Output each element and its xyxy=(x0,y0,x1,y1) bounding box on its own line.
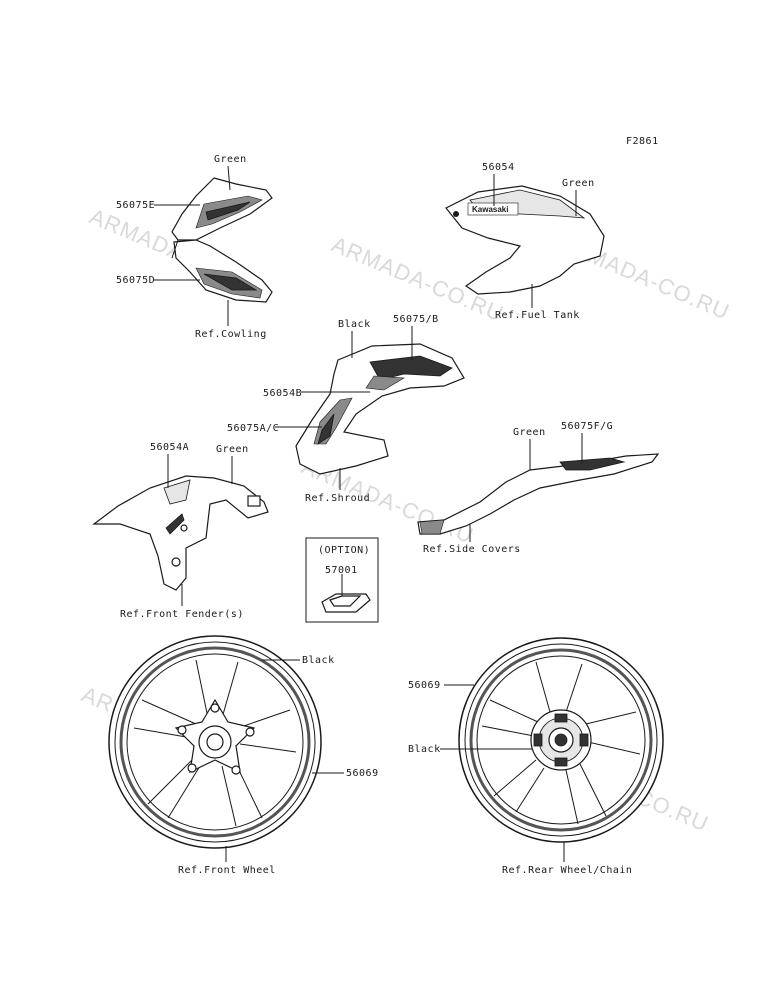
label-56075FG: 56075F/G xyxy=(561,421,613,432)
label-ref-fuel-tank: Ref.Fuel Tank xyxy=(495,310,580,321)
label-ref-cowling: Ref.Cowling xyxy=(195,329,267,340)
label-tank-green: Green xyxy=(562,178,595,189)
label-ref-rear-wheel: Ref.Rear Wheel/Chain xyxy=(502,865,632,876)
label-56075D: 56075D xyxy=(116,275,155,286)
label-57001: 57001 xyxy=(325,565,358,576)
label-56069-front: 56069 xyxy=(346,768,379,779)
label-56075B: 56075/B xyxy=(393,314,439,325)
label-rear-black: Black xyxy=(408,744,441,755)
label-56054B: 56054B xyxy=(263,388,302,399)
tank-brand-logo: Kawasaki xyxy=(472,205,508,214)
label-fender-green: Green xyxy=(216,444,249,455)
label-56075E: 56075E xyxy=(116,200,155,211)
label-ref-shroud: Ref.Shroud xyxy=(305,493,370,504)
label-56054: 56054 xyxy=(482,162,515,173)
shroud-part xyxy=(295,343,465,475)
label-56075AC: 56075A/C xyxy=(227,423,279,434)
front-fender-part xyxy=(92,475,269,591)
label-option: (OPTION) xyxy=(318,545,370,556)
label-ref-front-wheel: Ref.Front Wheel xyxy=(178,865,276,876)
fuel-tank-part: Kawasaki xyxy=(445,185,605,295)
label-cover-green: Green xyxy=(513,427,546,438)
option-box xyxy=(305,537,379,623)
label-front-black: Black xyxy=(302,655,335,666)
figure-code: F2861 xyxy=(626,136,659,147)
label-ref-front-fender: Ref.Front Fender(s) xyxy=(120,609,244,620)
rear-wheel-part xyxy=(458,637,664,843)
label-56054A: 56054A xyxy=(150,442,189,453)
label-shroud-black: Black xyxy=(338,319,371,330)
side-covers-part xyxy=(417,453,660,535)
cowling-part xyxy=(171,177,273,303)
label-56069-rear: 56069 xyxy=(408,680,441,691)
front-wheel-part xyxy=(108,635,322,849)
label-ref-side-covers: Ref.Side Covers xyxy=(423,544,521,555)
label-cowl-green: Green xyxy=(214,154,247,165)
